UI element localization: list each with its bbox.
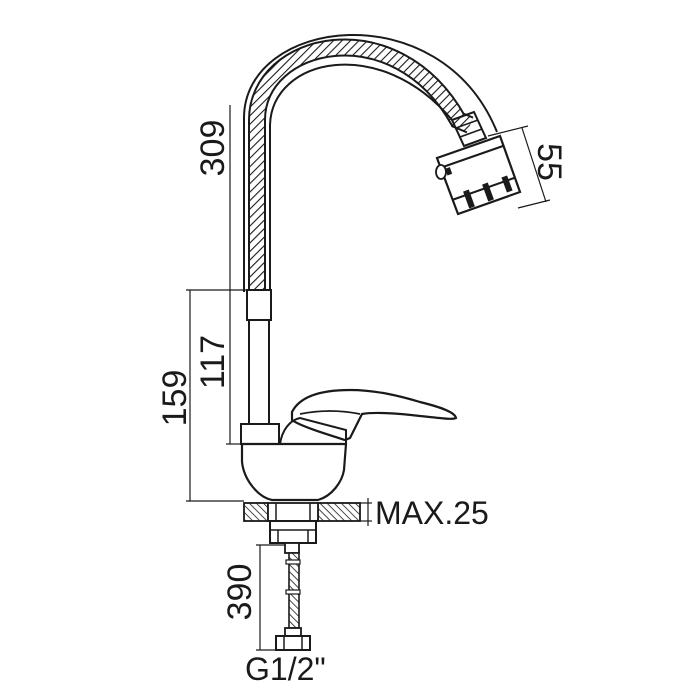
hose-length-label: 390 (221, 564, 259, 621)
aerator-size-label: 55 (530, 143, 568, 181)
hose-connector-nut (275, 635, 311, 651)
max-countertop-label: MAX.25 (375, 495, 489, 531)
countertop-section (243, 502, 361, 522)
dimension-max-countertop (360, 498, 372, 526)
spout-height-label: 309 (194, 120, 232, 177)
flexible-spout (243, 34, 498, 292)
body-height-label: 117 (194, 335, 232, 389)
total-height-label: 159 (156, 370, 194, 427)
connection-thread-label: G1/2" (245, 651, 326, 687)
dimension-body-height (226, 290, 241, 445)
dimension-spout-height (186, 105, 247, 291)
lever-handle (290, 388, 458, 442)
dimension-aerator-size (487, 125, 551, 209)
supply-hose (284, 542, 302, 637)
faucet-body (240, 416, 348, 502)
mounting-nut (269, 520, 317, 544)
dimension-hose-length (256, 544, 285, 651)
dimension-total-height (186, 290, 244, 502)
spout-base-tube (240, 289, 280, 445)
aerator-head (435, 110, 522, 216)
